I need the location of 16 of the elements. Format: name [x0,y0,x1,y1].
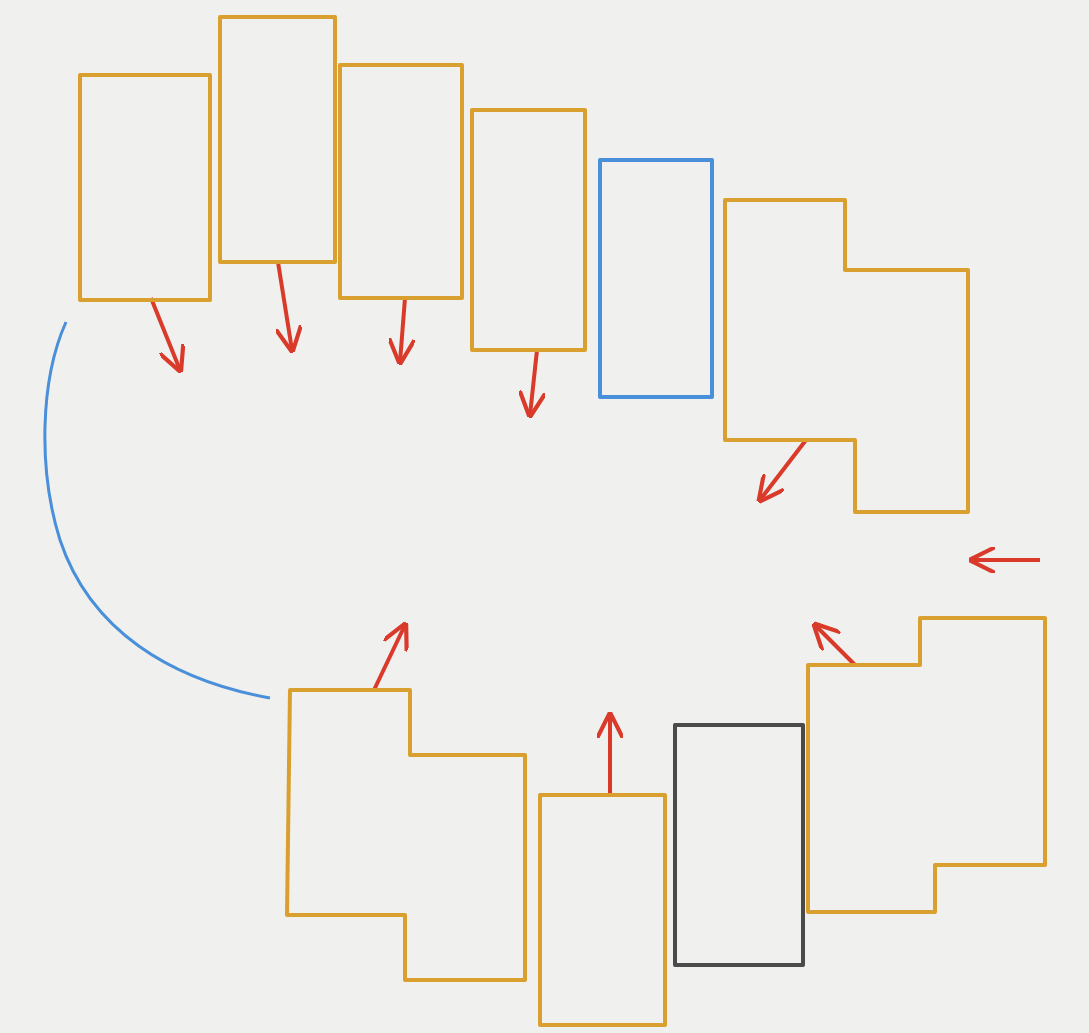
arrow [149,297,186,375]
rectangle-outline [537,792,668,1028]
rectangle-outline [77,72,213,303]
arrow [517,349,548,420]
rectangle-outline [469,107,588,353]
stepped-outline [722,197,971,515]
stepped-outline [805,615,1048,915]
arrow [273,261,304,355]
arrow [386,297,417,367]
arrow [594,710,626,795]
rectangle-outline [217,14,338,265]
stepped-outline [284,687,528,983]
arrow [372,620,409,691]
rectangle-outline [672,722,806,968]
rectangle-outline [597,157,715,400]
rectangle-outline [337,62,465,301]
